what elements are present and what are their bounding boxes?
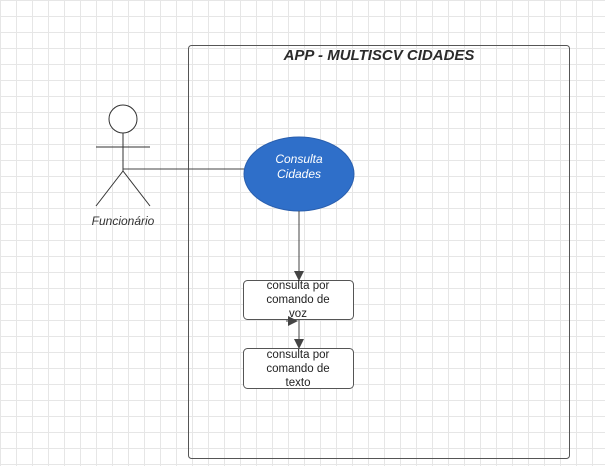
box-texto-label: consulta por comando de texto (266, 349, 330, 389)
actor-figure[interactable] (95, 104, 151, 207)
actor-label: Funcionário (91, 214, 155, 228)
box-consulta-voz[interactable] (243, 280, 354, 320)
diagram-title: APP - MULTISCV CIDADES (283, 47, 475, 64)
actor-right-leg (122, 170, 151, 207)
box-consulta-texto[interactable] (243, 348, 354, 389)
system-boundary[interactable] (188, 45, 570, 459)
actor-head (108, 104, 138, 134)
actor-left-leg (95, 170, 124, 207)
use-case-label: Consulta Cidades (275, 152, 323, 181)
box-voz-label: consulta por comando de voz (266, 280, 330, 320)
